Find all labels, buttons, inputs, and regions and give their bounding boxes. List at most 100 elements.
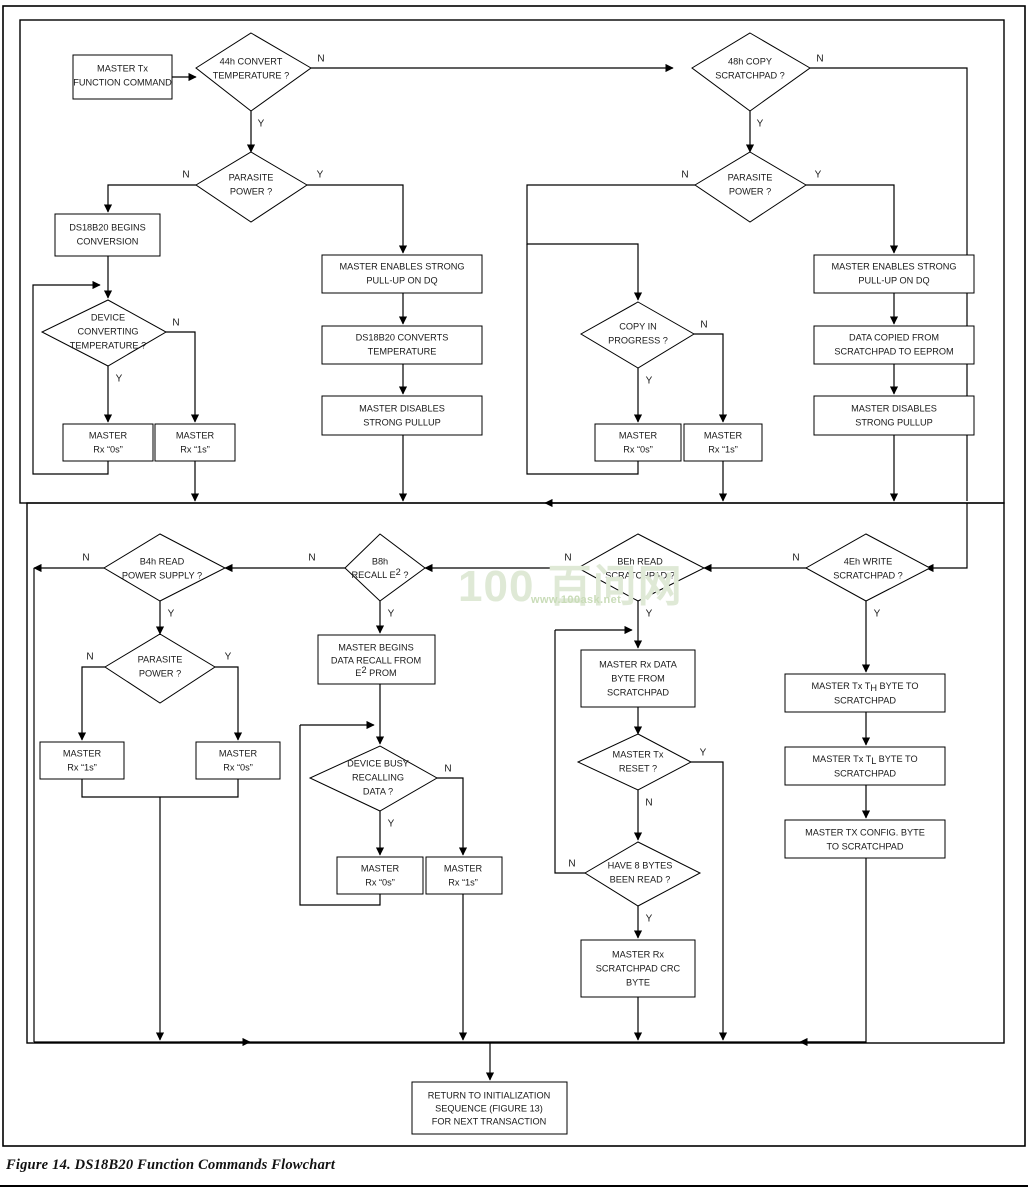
node-label: DS18B20 CONVERTS [356, 332, 449, 342]
caption-rule [0, 1185, 1028, 1187]
node-label: RETURN TO INITIALIZATION [428, 1090, 551, 1100]
node-label: MASTER Tx [613, 749, 664, 759]
node-master-rx-1s-copy: MASTER Rx “1s” [683, 423, 763, 462]
node-label: SEQUENCE (FIGURE 13) [435, 1103, 543, 1113]
node-label: SCRATCHPAD ? [833, 570, 903, 580]
edge-copyprog-N-to-rx1sb [694, 333, 728, 423]
decision-4eh-write-scratchpad: 4Eh WRITE SCRATCHPAD ? N Y [792, 533, 932, 620]
node-label: DEVICE [91, 312, 125, 322]
edge-deviceconv-N-to-rx1sa [166, 331, 200, 423]
decision-have-8-bytes-been-read: HAVE 8 BYTES BEEN READ ? N Y [568, 841, 702, 925]
node-master-tx-config-byte: MASTER TX CONFIG. BYTE TO SCRATCHPAD [784, 819, 946, 859]
node-label: SCRATCHPAD TO EEPROM [834, 346, 953, 356]
edge-rx0sb-loopback [526, 244, 639, 475]
node-label: 48h COPY [728, 56, 772, 66]
node-master-enables-strong-pullup-2: MASTER ENABLES STRONG PULL-UP ON DQ [813, 254, 975, 294]
node-label: Rx “1s” [67, 762, 97, 772]
decision-master-tx-reset: MASTER Tx RESET ? Y N [576, 733, 707, 809]
node-label: PARASITE [728, 172, 773, 182]
node-master-rx-1s-convert: MASTER Rx “1s” [154, 423, 236, 462]
node-label: B8h [372, 556, 388, 566]
edge-parasite1-N-to-begins [103, 184, 196, 213]
node-label: MASTER [444, 863, 483, 873]
figure-caption: Figure 14. DS18B20 Function Commands Flo… [6, 1157, 336, 1173]
branch-label-no: N [182, 170, 189, 181]
decision-device-busy-recalling-data: DEVICE BUSY RECALLING DATA ? N Y [308, 745, 452, 830]
node-label: MASTER [89, 430, 128, 440]
node-label: FUNCTION COMMAND [73, 77, 172, 87]
node-label: RESET ? [619, 763, 657, 773]
node-label: RECALL E2 ? [352, 567, 409, 580]
node-data-copied-to-eeprom: DATA COPIED FROM SCRATCHPAD TO EEPROM [813, 325, 975, 365]
node-ds18b20-begins-conversion: DS18B20 BEGINS CONVERSION [54, 213, 161, 257]
branch-label-yes: Y [646, 376, 653, 387]
node-label: MASTER Rx DATA [599, 659, 678, 669]
node-label: MASTER ENABLES STRONG [339, 261, 464, 271]
decision-b8h-recall-e2: B8h RECALL E2 ? N Y [308, 533, 426, 620]
node-label: PULL-UP ON DQ [366, 275, 437, 285]
branch-label-yes: Y [317, 170, 324, 181]
node-master-disables-strong-pullup-1: MASTER DISABLES STRONG PULLUP [321, 395, 483, 436]
branch-label-yes: Y [388, 819, 395, 830]
node-label: POWER ? [230, 186, 272, 196]
node-label: PARASITE [229, 172, 274, 182]
node-label: BEEN READ ? [610, 874, 671, 884]
node-label: MASTER Tx TL BYTE TO [812, 754, 917, 766]
decision-parasite-power-2: PARASITE POWER ? N Y [681, 151, 822, 223]
edge-parasite2-Y-to-enables2 [806, 184, 899, 254]
node-label: Rx “1s” [180, 444, 210, 454]
node-label: SCRATCHPAD CRC [596, 963, 681, 973]
edge-txreset-Y-to-bus [691, 761, 728, 1041]
node-label: RECALLING [352, 772, 404, 782]
node-label: FOR NEXT TRANSACTION [432, 1116, 547, 1126]
node-label: MASTER DISABLES [851, 403, 937, 413]
node-master-rx-data-byte: MASTER Rx DATA BYTE FROM SCRATCHPAD [580, 649, 696, 708]
node-label: Rx “0s” [365, 877, 395, 887]
branch-label-no: N [172, 318, 179, 329]
decision-44h-convert-temperature: 44h CONVERT TEMPERATURE ? N Y [195, 32, 325, 130]
node-label: POWER ? [729, 186, 771, 196]
node-label: SCRATCHPAD ? [605, 570, 675, 580]
edge-parasite3-Y-to-rx0sc [215, 666, 243, 741]
decision-parasite-power-3: PARASITE POWER ? N Y [86, 633, 232, 704]
node-label: PARASITE [138, 654, 183, 664]
branch-label-no: N [564, 553, 571, 564]
node-label: CONVERSION [77, 236, 139, 246]
node-master-tx-tl-byte: MASTER Tx TL BYTE TO SCRATCHPAD [784, 746, 946, 786]
node-label: BEh READ [617, 556, 663, 566]
node-master-tx-th-byte: MASTER Tx TH BYTE TO SCRATCHPAD [784, 673, 946, 713]
node-label: STRONG PULLUP [363, 417, 441, 427]
node-label: Rx “1s” [448, 877, 478, 887]
branch-label-no: N [82, 553, 89, 564]
node-label: SCRATCHPAD [607, 687, 669, 697]
node-label: COPY IN [619, 321, 657, 331]
branch-label-yes: Y [116, 374, 123, 385]
node-label: 44h CONVERT [220, 56, 283, 66]
branch-label-no: N [317, 54, 324, 65]
node-master-begins-data-recall: MASTER BEGINS DATA RECALL FROM E2 PROM [317, 634, 436, 685]
branch-label-no: N [86, 652, 93, 663]
decision-48h-copy-scratchpad: 48h COPY SCRATCHPAD ? N Y [691, 32, 824, 130]
node-label: B4h READ [140, 556, 185, 566]
figure-outer-frame [2, 5, 1026, 1147]
node-label: DATA ? [363, 786, 393, 796]
node-label: MASTER Tx [97, 63, 148, 73]
edge-txconfig-to-bus [799, 858, 867, 1047]
branch-label-no: N [645, 798, 652, 809]
branch-label-no: N [700, 320, 707, 331]
branch-label-no: N [568, 859, 575, 870]
node-label: MASTER [619, 430, 658, 440]
node-label: DEVICE BUSY [347, 758, 409, 768]
decision-copy-in-progress: COPY IN PROGRESS ? N Y [580, 301, 708, 387]
branch-label-yes: Y [646, 609, 653, 620]
node-master-disables-strong-pullup-2: MASTER DISABLES STRONG PULLUP [813, 395, 975, 436]
node-label: TEMPERATURE ? [70, 340, 146, 350]
node-label: MASTER Rx [612, 949, 664, 959]
node-master-rx-0s-recall: MASTER Rx “0s” [336, 856, 424, 895]
node-label: MASTER DISABLES [359, 403, 445, 413]
node-label: MASTER [361, 863, 400, 873]
node-label: SCRATCHPAD [834, 695, 896, 705]
node-label: Rx “0s” [223, 762, 253, 772]
node-label: MASTER [176, 430, 215, 440]
